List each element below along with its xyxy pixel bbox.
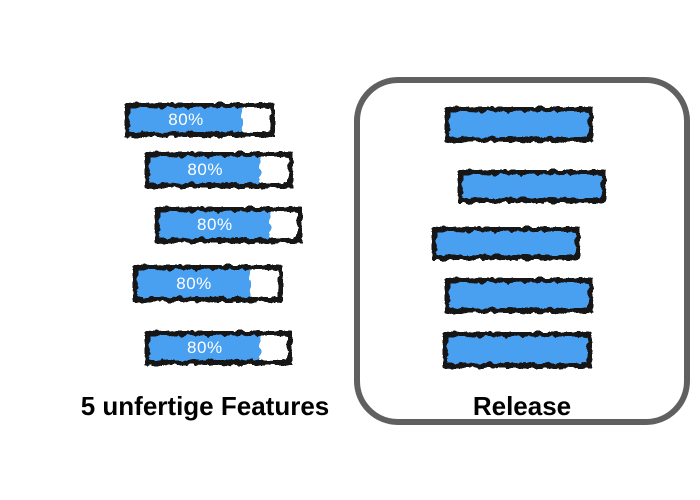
release-feature-bar-1 — [445, 107, 593, 142]
progress-bar-fill — [138, 270, 250, 297]
progress-bar-frame — [125, 103, 275, 137]
progress-bar-fill — [160, 212, 270, 238]
progress-bar-frame — [432, 227, 580, 260]
release-feature-bar-5 — [443, 332, 592, 368]
unfinished-feature-bar-3: 80% — [155, 207, 302, 243]
progress-value: 80% — [168, 110, 204, 129]
progress-bar-fill — [130, 108, 242, 132]
progress-bar-fill — [450, 283, 588, 308]
progress-bar-fill — [463, 175, 601, 198]
progress-bar-frame — [445, 107, 593, 142]
release-caption: Release — [472, 391, 572, 421]
left-group-caption: 5 unfertige Features — [80, 391, 330, 421]
progress-bar-frame — [458, 170, 606, 203]
progress-bar-frame — [155, 207, 302, 243]
release-feature-bar-2 — [458, 170, 606, 203]
progress-bar-frame — [443, 332, 592, 368]
progress-bar-fill — [150, 157, 261, 183]
progress-value: 80% — [187, 338, 223, 357]
progress-bar-frame — [145, 331, 292, 365]
progress-bar-frame — [445, 278, 593, 313]
unfinished-feature-bar-5: 80% — [145, 331, 292, 365]
unfinished-feature-bar-4: 80% — [133, 265, 283, 302]
unfinished-feature-bar-2: 80% — [145, 152, 293, 188]
progress-value: 80% — [197, 215, 233, 234]
release-feature-bar-4 — [445, 278, 593, 313]
progress-bar-fill — [448, 337, 587, 363]
progress-bar-frame — [133, 265, 283, 302]
progress-bar-fill — [437, 232, 575, 255]
progress-bar-fill — [150, 336, 260, 360]
progress-bar-frame — [145, 152, 293, 188]
progress-bar-fill — [450, 112, 588, 137]
release-feature-bar-3 — [432, 227, 580, 260]
release-container — [354, 77, 690, 425]
progress-value: 80% — [176, 273, 212, 293]
progress-value: 80% — [187, 160, 223, 179]
unfinished-feature-bar-1: 80% — [125, 103, 275, 137]
